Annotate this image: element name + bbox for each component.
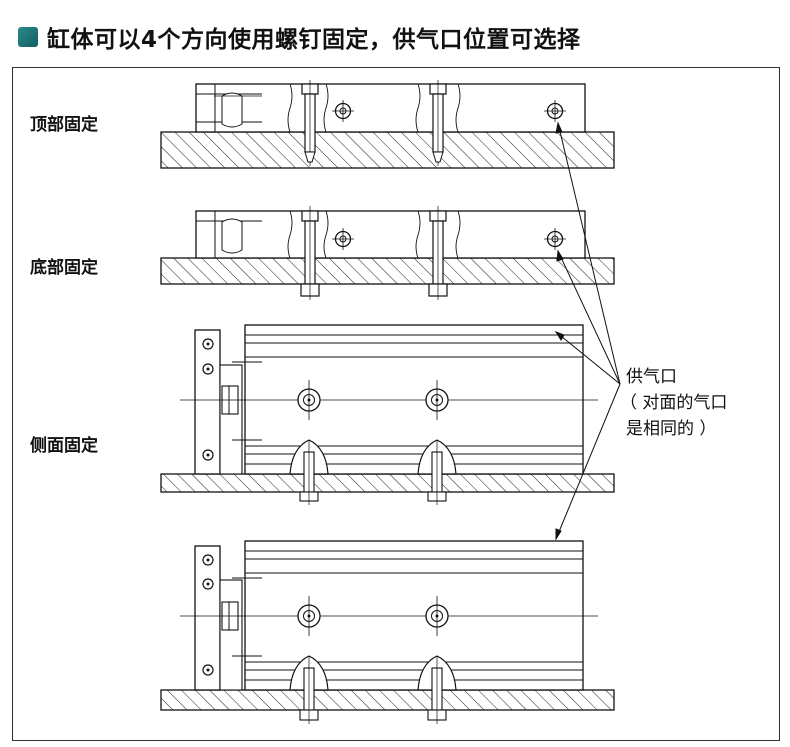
side-mount-view: [160, 324, 615, 505]
side-mount-bracket: [194, 329, 221, 475]
page-header: 缸体可以4个方向使用螺钉固定，供气口位置可选择: [18, 20, 581, 54]
square-bullet-icon: [18, 27, 38, 47]
side-mount-alt-base-plate: [160, 689, 615, 711]
side-mount-alt-bolt-left: [289, 655, 329, 724]
bottom-mount-view: [160, 206, 615, 300]
top-mount-cylinder-body: [195, 83, 586, 133]
side-mount-alt-bolt-right: [417, 655, 457, 724]
air-port-leader-lines: [554, 121, 621, 541]
label-top-mount: 顶部固定: [30, 114, 98, 135]
annotation-same: 是相同的 ）: [626, 419, 716, 439]
top-mount-bolt-right: [429, 80, 447, 166]
label-bottom-mount: 底部固定: [30, 257, 98, 278]
side-mount-bolt-left: [289, 439, 329, 505]
bottom-mount-bolt-right: [428, 206, 448, 300]
top-mount-view: [160, 80, 615, 169]
bottom-mount-cylinder-body: [195, 210, 586, 259]
page-title: 缸体可以4个方向使用螺钉固定，供气口位置可选择: [47, 27, 581, 53]
top-mount-base-plate: [160, 131, 615, 169]
annotation-air-port: 供气口: [626, 367, 677, 387]
bottom-mount-bolt-left: [300, 206, 320, 300]
side-mount-view-alt: [160, 540, 615, 724]
side-mount-base-plate: [160, 473, 615, 493]
bottom-mount-base-plate: [160, 257, 615, 285]
top-mount-bolt-left: [301, 80, 319, 166]
diagram-frame: [12, 67, 780, 741]
side-mount-bolt-right: [417, 439, 457, 505]
label-side-mount: 侧面固定: [30, 435, 98, 456]
annotation-opposite-port: （ 对面的气口: [620, 393, 727, 413]
